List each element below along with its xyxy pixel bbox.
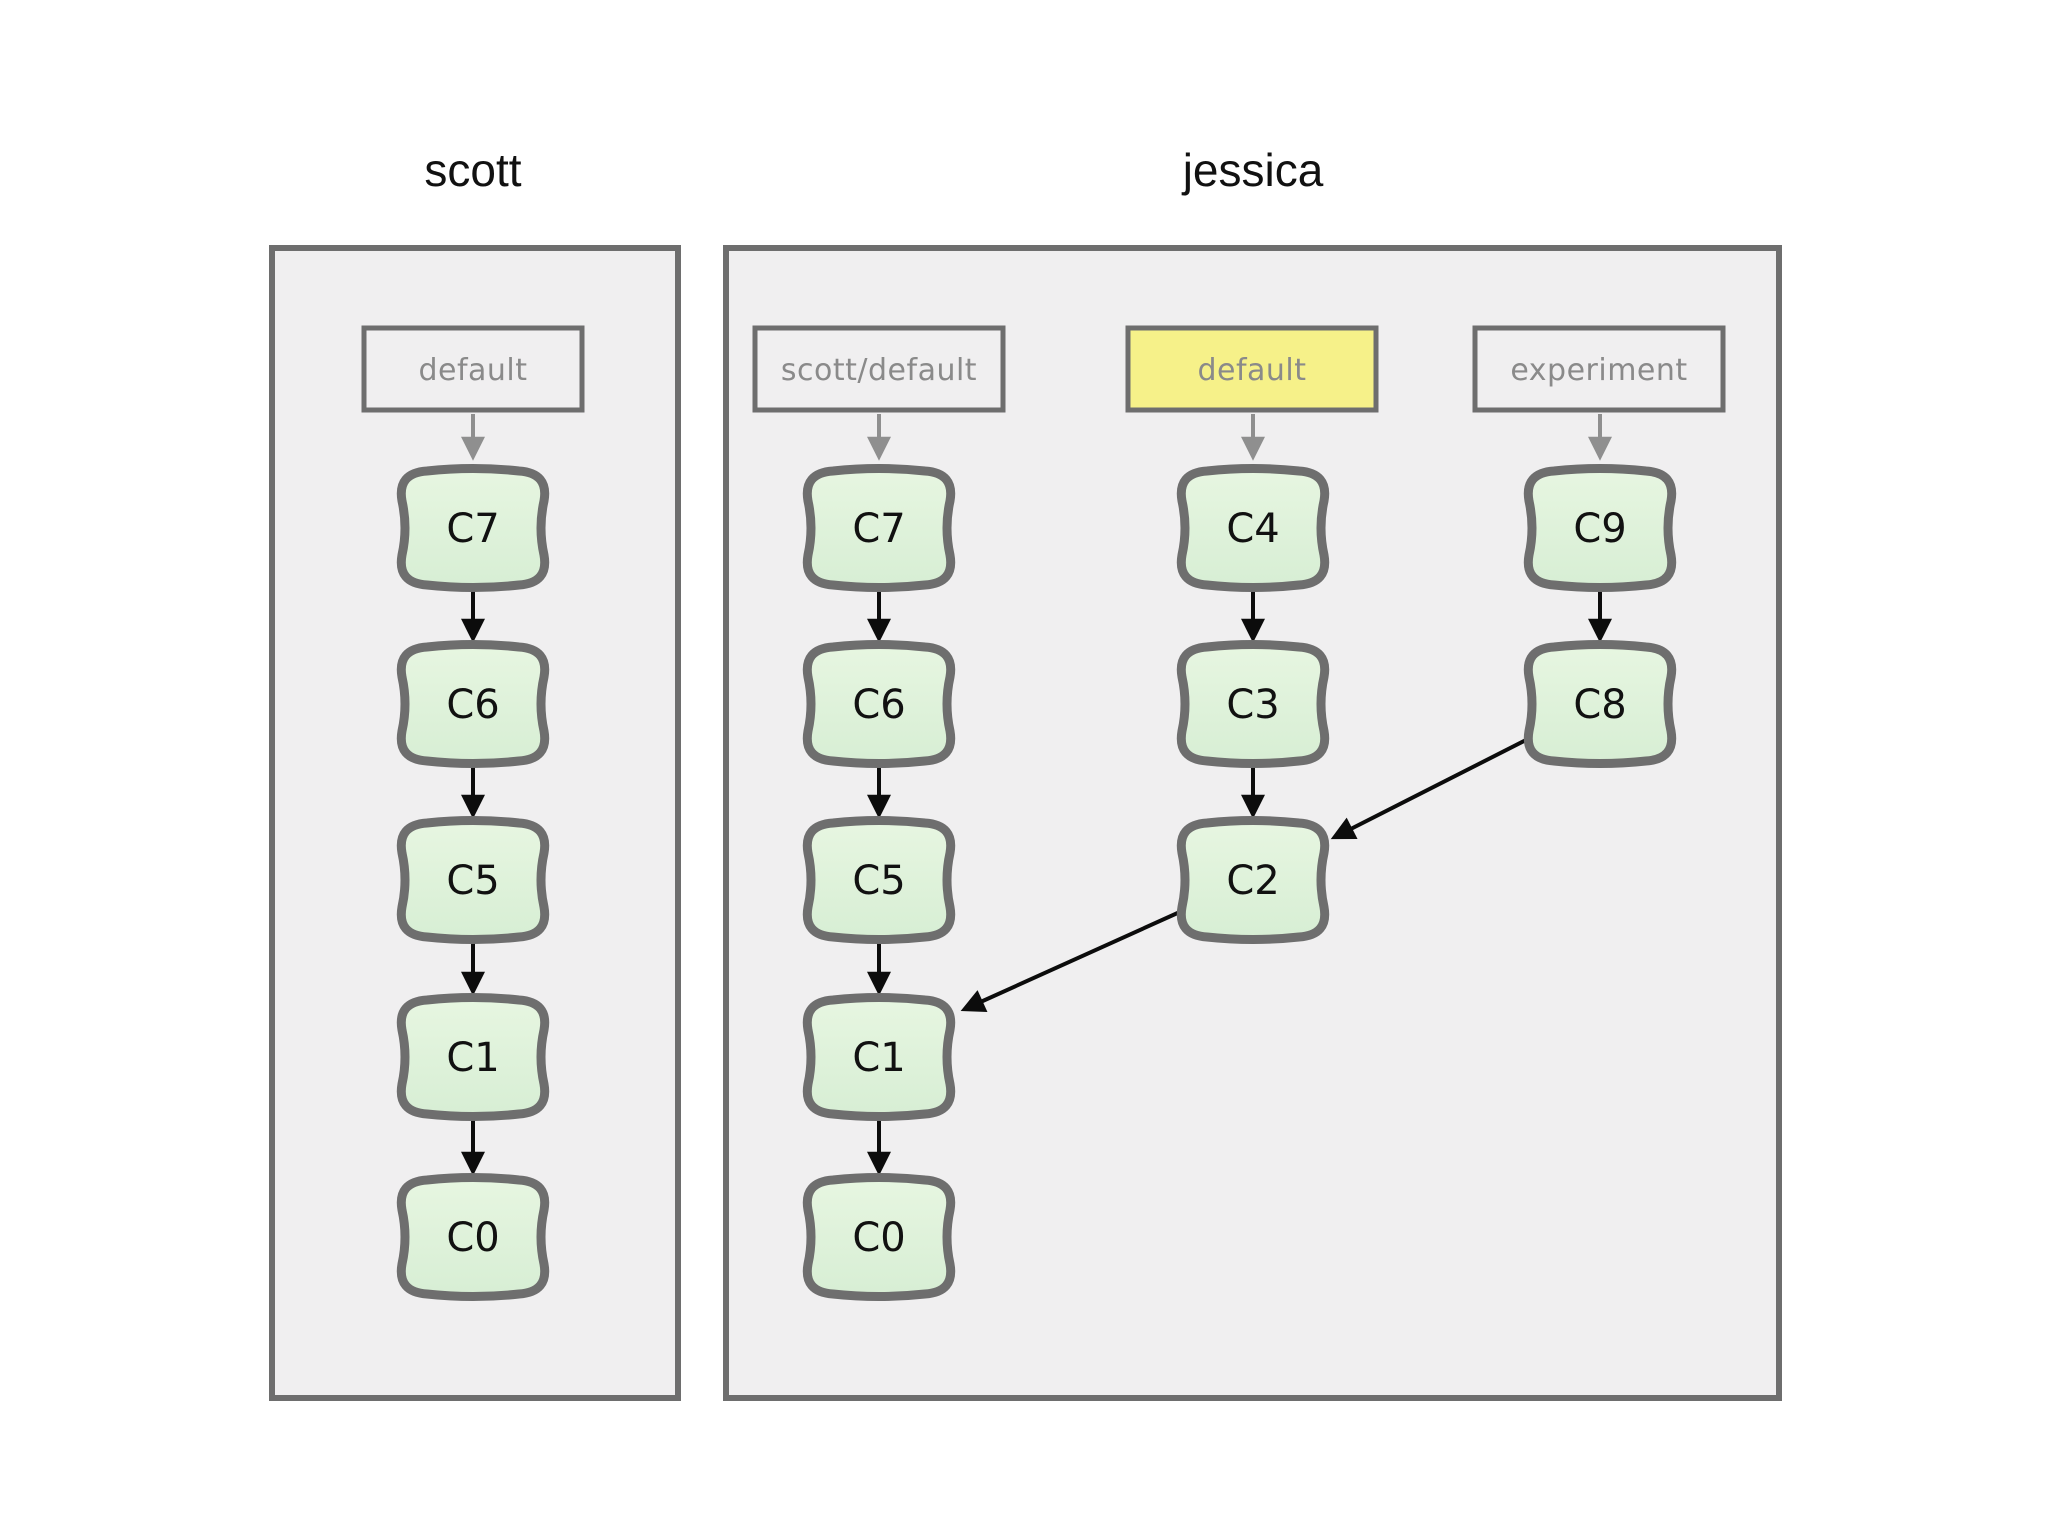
branch-box [361,325,585,413]
commit-node-jessica-c3: C3 [1181,645,1324,764]
commit-id: C6 [852,682,905,728]
commit-id: C4 [1226,506,1279,552]
commit-node-jessica-c2: C2 [1181,821,1324,940]
commit-node-scott-c7: C7 [401,469,544,588]
commit-node-jessica-c7: C7 [807,469,950,588]
repo-title-jessica: jessica [1181,144,1324,196]
cross-edge-c2-c1 [960,909,1183,1013]
commit-id: C0 [852,1215,905,1261]
commit-id: C3 [1226,682,1279,728]
commit-id: C1 [446,1035,499,1081]
branch-box [752,325,1006,413]
commit-node-jessica-c6: C6 [807,645,950,764]
commit-id: C6 [446,682,499,728]
branch-label-text: experiment [1510,353,1687,388]
commit-id: C9 [1573,506,1626,552]
commit-node-scott-c1: C1 [401,998,544,1117]
branch-label-jessica-scott-default: scott/default [752,325,1006,413]
commit-id: C7 [852,506,905,552]
commit-node-jessica-c4: C4 [1181,469,1324,588]
commit-id: C1 [852,1035,905,1081]
commit-id: C5 [446,858,499,904]
repo-title-scott: scott [424,144,521,196]
commit-node-scott-c6: C6 [401,645,544,764]
commit-node-jessica-c1: C1 [807,998,950,1117]
commit-node-jessica-c0: C0 [807,1178,950,1297]
commit-node-jessica-c9: C9 [1528,469,1671,588]
commit-node-scott-c0: C0 [401,1178,544,1297]
branch-box-highlighted [1125,325,1379,413]
commit-node-jessica-c8: C8 [1528,645,1671,764]
commit-id: C0 [446,1215,499,1261]
commit-id: C5 [852,858,905,904]
branch-label-jessica-experiment: experiment [1472,325,1726,413]
commit-node-scott-c5: C5 [401,821,544,940]
commit-id: C7 [446,506,499,552]
branch-label-jessica-default-highlighted: default [1125,325,1379,413]
commit-id: C8 [1573,682,1626,728]
branch-box [1472,325,1726,413]
branch-label-text: scott/default [781,353,977,388]
commit-node-jessica-c5: C5 [807,821,950,940]
branch-label-text: default [1197,353,1306,388]
commit-id: C2 [1226,858,1279,904]
branch-label-scott-default-local: default [361,325,585,413]
cross-edge-c8-c2 [1330,737,1529,840]
branch-label-text: default [418,353,527,388]
